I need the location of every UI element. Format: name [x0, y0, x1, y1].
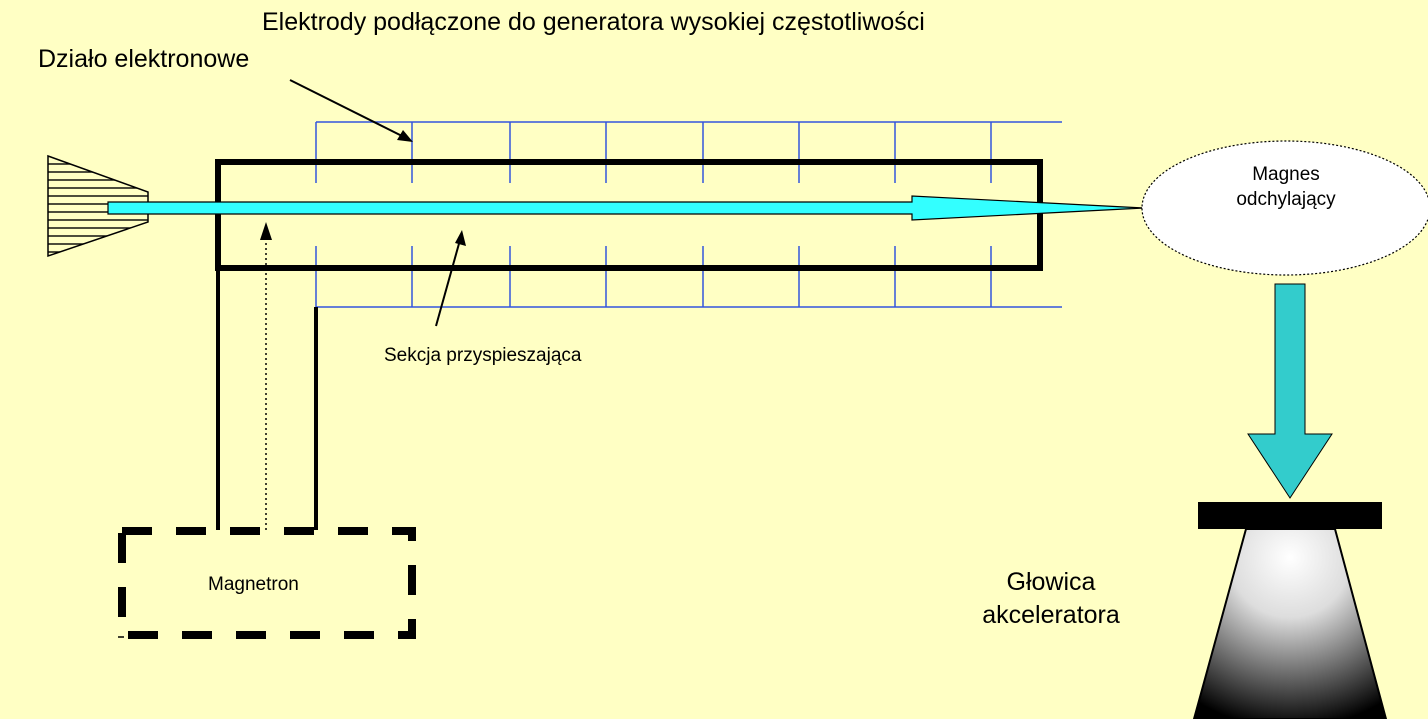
accelerating-tube: [215, 159, 1043, 271]
waveguide-lines: [216, 268, 318, 530]
bending-magnet-label-line2: odchylający: [1236, 188, 1336, 210]
accelerator-head-label: Głowica akceleratora: [948, 566, 1154, 631]
accelerator-head-icon: [1192, 502, 1388, 719]
bending-magnet: [1141, 140, 1428, 276]
electrode-grid-top: [315, 121, 1062, 183]
electron-gun-label: Działo elektronowe: [38, 45, 250, 73]
magnetron-label: Magnetron: [208, 574, 299, 595]
accelerator-head-label-line2: akceleratora: [982, 600, 1120, 629]
rf-arrow: [260, 222, 272, 530]
electron-gun-icon: [47, 154, 149, 258]
accelerating-section-label: Sekcja przyspieszająca: [384, 345, 582, 366]
electrodes-pointer: [289, 79, 413, 142]
electrode-grid-bottom: [315, 246, 1062, 308]
down-arrow: [1247, 283, 1333, 499]
electrodes-label: Elektrody podłączone do generatora wysok…: [262, 8, 925, 36]
electron-beam-arrow: [107, 195, 1145, 221]
bending-magnet-label-line1: Magnes: [1252, 164, 1320, 185]
accelerator-head-label-line1: Głowica: [1006, 568, 1096, 596]
section-pointer: [435, 230, 466, 327]
bending-magnet-label: Magnes odchylający: [1196, 163, 1376, 212]
magnetron-box: [118, 527, 416, 639]
